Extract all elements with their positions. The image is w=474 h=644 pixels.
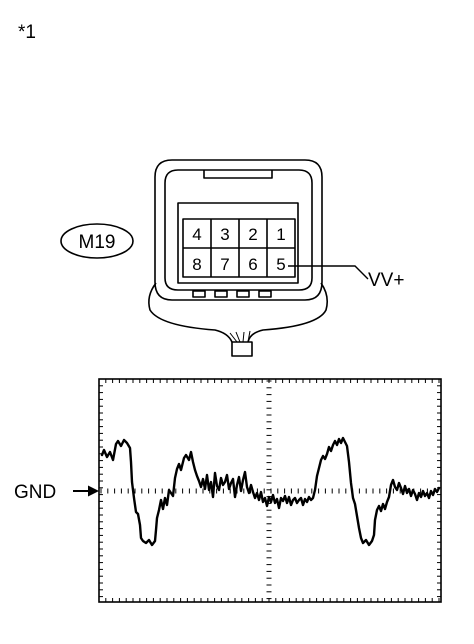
pin-label: 2 <box>248 225 257 244</box>
scope-graticule <box>99 379 441 602</box>
signal-label: VV+ <box>368 270 404 291</box>
pin-label: 3 <box>220 225 229 244</box>
connector-inner-shell <box>164 169 313 291</box>
pin-label: 8 <box>192 255 201 274</box>
oscilloscope-screen <box>98 378 442 603</box>
pin-label: 7 <box>220 255 229 274</box>
wire-harness <box>148 282 233 343</box>
connector-id-badge <box>60 223 134 259</box>
connector <box>148 159 328 357</box>
pin-labels: 4 3 2 1 8 7 6 5 <box>192 225 285 274</box>
ground-label: GND <box>14 482 56 503</box>
pin-label: 1 <box>276 225 285 244</box>
pin-label: 5 <box>276 255 285 274</box>
figure-marker: *1 <box>18 22 36 43</box>
connector-outer-shell <box>154 159 323 301</box>
pin-cavity-block <box>177 202 299 284</box>
pin-label: 6 <box>248 255 257 274</box>
connector-id: M19 <box>79 232 116 253</box>
signal-leader-line <box>288 265 369 280</box>
waveform-trace <box>100 436 441 547</box>
pin-label: 4 <box>192 225 201 244</box>
connector-latch <box>203 170 273 179</box>
ground-arrow <box>73 485 99 497</box>
